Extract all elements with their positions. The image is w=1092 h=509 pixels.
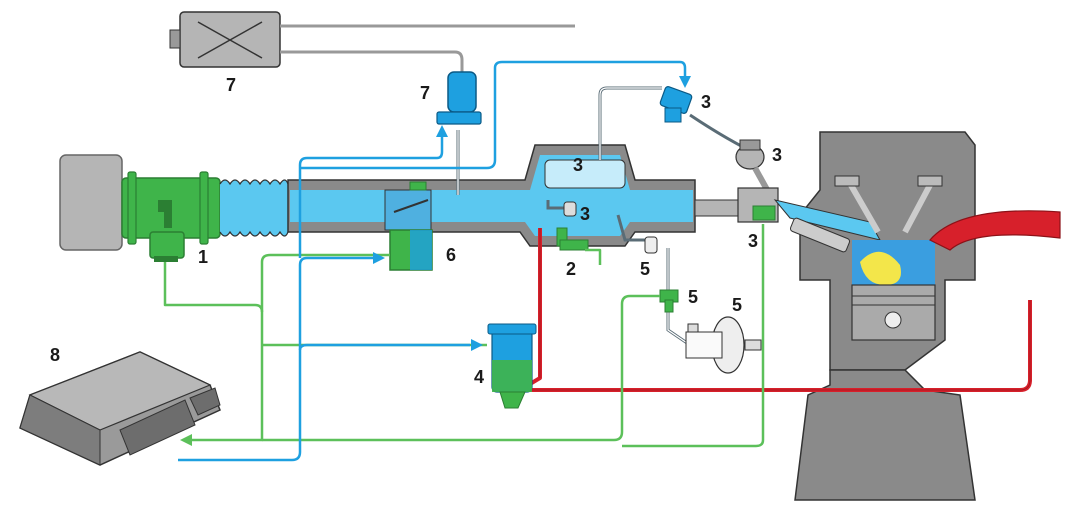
callout-2-pressure-sensor: 2 (566, 259, 577, 279)
callout-3-boost-valve: 3 (701, 92, 712, 112)
engine-block (773, 131, 976, 501)
brake-booster (685, 316, 762, 374)
purge-valve (436, 50, 482, 125)
plenum-inner-chamber (544, 159, 626, 189)
callout-3-wastegate: 3 (772, 145, 783, 165)
callout-3-plenum-sensor: 3 (580, 204, 591, 224)
wastegate-actuator (735, 139, 773, 197)
plenum-sensor-3 (563, 201, 577, 217)
air-mass-meter (121, 171, 221, 262)
boost-control-valve (659, 86, 693, 123)
boost-line-to-engine (689, 113, 746, 150)
callout-6-throttle-module: 6 (446, 245, 457, 265)
callout-3-plenum: 3 (573, 155, 584, 175)
air-filter-box (59, 154, 123, 251)
callout-5-brake-booster: 5 (732, 295, 743, 315)
engine-control-unit (19, 351, 221, 466)
callout-7-canister: 7 (226, 75, 237, 95)
corrugated-intake-hose (219, 179, 289, 237)
pressure-sensor-2 (556, 227, 589, 251)
callout-1-air-mass-meter: 1 (198, 247, 209, 267)
ecu-signal-arrowhead (180, 434, 192, 446)
fuel-pump (487, 323, 537, 409)
signal-arrowheads (373, 76, 691, 351)
callout-3-flap-sensor: 3 (748, 231, 759, 251)
callout-7-purge-valve: 7 (420, 83, 431, 103)
canister-box (169, 11, 575, 68)
intake-manifold-duct (287, 144, 741, 247)
callout-4-fuel-pump: 4 (474, 367, 485, 387)
intake-flap-sensor (737, 187, 779, 223)
electrical-signal-lines (163, 224, 765, 448)
vacuum-tube-highlights (457, 87, 691, 346)
brake-vacuum-sensor (659, 289, 679, 313)
callout-5-vacuum-sensor: 5 (688, 287, 699, 307)
callout-8-ecu: 8 (50, 345, 61, 365)
control-signal-lines (178, 60, 687, 462)
brake-vacuum-check-valve (644, 236, 658, 254)
throttle-valve-module (384, 181, 433, 271)
exhaust-manifold (929, 210, 1061, 251)
fuel-line-outline (525, 228, 1031, 391)
callout-5-check-valve: 5 (640, 259, 651, 279)
